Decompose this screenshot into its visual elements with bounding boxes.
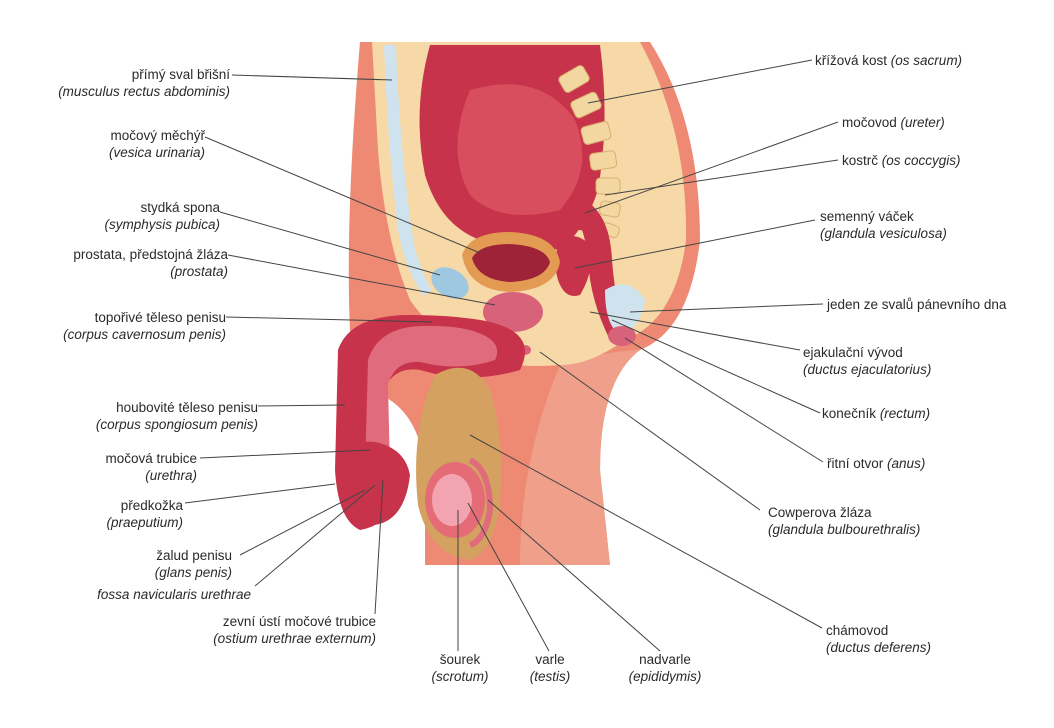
label-prostate: prostata, předstojná žláza (prostata) — [73, 246, 228, 280]
label-cowper: Cowperova žláza (glandula bulbourethrali… — [768, 504, 920, 538]
label-pelvic: jeden ze svalů pánevního dna — [827, 296, 1006, 313]
label-coccyx: kostrč (os coccygis) — [842, 152, 961, 169]
label-testis: varle (testis) — [520, 651, 580, 685]
label-ureter: močovod (ureter) — [842, 114, 945, 131]
label-rectus: přímý sval břišní (musculus rectus abdom… — [58, 66, 230, 100]
label-fossa: fossa navicularis urethrae — [97, 586, 251, 603]
label-spongiosum: houbovité těleso penisu (corpus spongios… — [96, 399, 258, 433]
label-praeputium: předkožka (praeputium) — [106, 497, 183, 531]
label-ostium: zevní ústí močové trubice (ostium urethr… — [213, 613, 376, 647]
label-rectum: konečník (rectum) — [822, 405, 930, 422]
label-ejac: ejakulační vývod (ductus ejaculatorius) — [803, 344, 931, 378]
label-anus: řitní otvor (anus) — [827, 455, 925, 472]
label-scrotum: šourek (scrotum) — [420, 651, 500, 685]
testis-inner — [432, 474, 472, 526]
label-vesicle: semenný váček (glandula vesiculosa) — [820, 208, 947, 242]
label-deferens: chámovod (ductus deferens) — [826, 622, 931, 656]
label-bladder: močový měchýř (vesica urinaria) — [109, 127, 205, 161]
label-glans: žalud penisu (glans penis) — [155, 547, 232, 581]
label-sacrum: křížová kost (os sacrum) — [815, 52, 962, 69]
label-epididymis: nadvarle (epididymis) — [615, 651, 715, 685]
glans-shape — [338, 442, 410, 525]
label-urethra: močová trubice (urethra) — [105, 450, 197, 484]
label-cavernosum: topořivé těleso penisu (corpus cavernosu… — [63, 309, 226, 343]
label-symphysis: stydká spona (symphysis pubica) — [104, 199, 220, 233]
